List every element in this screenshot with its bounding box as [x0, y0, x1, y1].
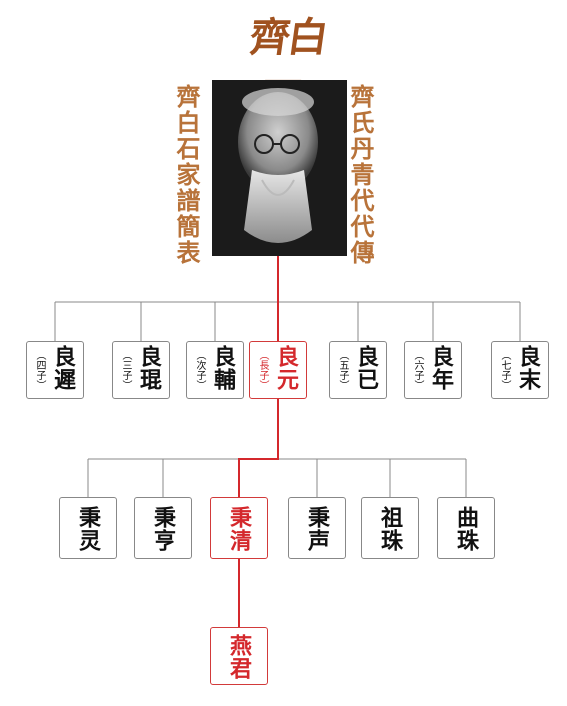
member-note: （五子） [337, 350, 348, 390]
member-name: 良已 [353, 345, 379, 391]
member-name: 秉灵 [75, 506, 101, 552]
member-box-yanjun[interactable]: 燕君 [210, 627, 268, 685]
member-name: 曲珠 [453, 506, 479, 552]
member-box-bingqing[interactable]: 秉清 [210, 497, 268, 559]
member-box-liangji[interactable]: 良已 （五子） [329, 341, 387, 399]
member-box-liangnian[interactable]: 良年 （六子） [404, 341, 462, 399]
member-name: 良遲 [50, 345, 76, 391]
member-note: （次子） [194, 350, 205, 390]
member-box-bingheng[interactable]: 秉亨 [134, 497, 192, 559]
member-note: （三子） [120, 350, 131, 390]
member-box-liangyuan[interactable]: 良元 （長子） [249, 341, 307, 399]
member-note: （長子） [257, 350, 268, 390]
member-box-zuzhu[interactable]: 祖珠 [361, 497, 419, 559]
member-name: 良琨 [136, 345, 162, 391]
family-tree-subtitle: 齊氏丹青代代傳 [346, 84, 375, 266]
member-note: （六子） [412, 350, 423, 390]
member-box-liangchi[interactable]: 良遲 （四子） [26, 341, 84, 399]
member-name: 良年 [428, 345, 454, 391]
member-box-bingsheng[interactable]: 秉声 [288, 497, 346, 559]
member-name: 秉清 [226, 506, 252, 552]
member-note: （七子） [499, 350, 510, 390]
member-name: 良末 [515, 345, 541, 391]
member-name: 良輔 [210, 345, 236, 391]
member-note: （四子） [34, 350, 45, 390]
member-name: 秉亨 [150, 506, 176, 552]
member-name: 祖珠 [377, 506, 403, 552]
member-name: 良元 [273, 345, 299, 391]
member-box-liangfu[interactable]: 良輔 （次子） [186, 341, 244, 399]
member-name: 秉声 [304, 506, 330, 552]
member-name: 燕君 [226, 634, 252, 680]
member-box-bingling[interactable]: 秉灵 [59, 497, 117, 559]
family-tree-title: 齊白石家譜簡表 [172, 84, 201, 266]
member-box-liangkun[interactable]: 良琨 （三子） [112, 341, 170, 399]
member-box-liangmo[interactable]: 良末 （七子） [491, 341, 549, 399]
member-box-quzhu[interactable]: 曲珠 [437, 497, 495, 559]
portrait-photo [212, 80, 347, 256]
